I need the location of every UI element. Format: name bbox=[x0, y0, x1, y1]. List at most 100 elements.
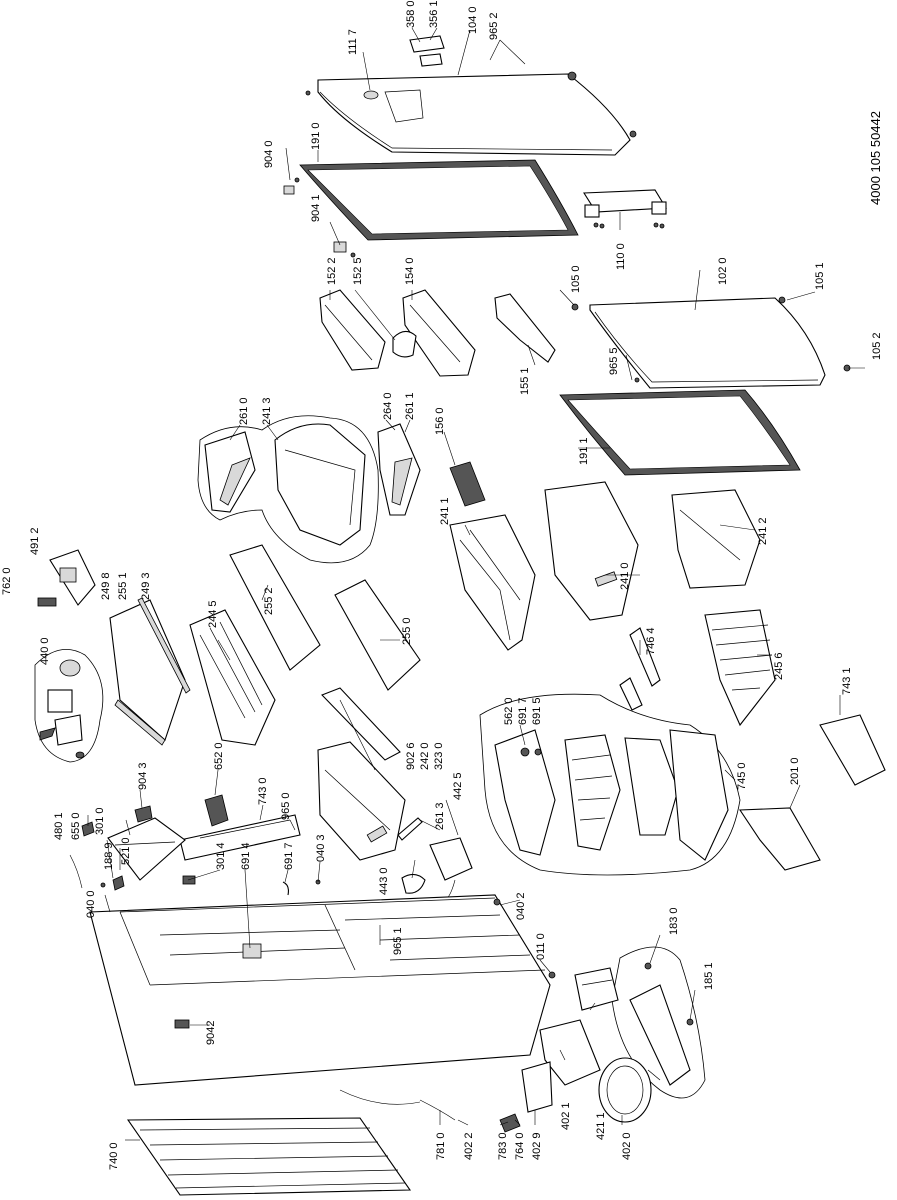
fan-motor bbox=[401, 837, 473, 906]
label: 110 0 bbox=[615, 243, 627, 270]
label: 521 0 bbox=[120, 837, 132, 865]
label: 740 0 bbox=[108, 1142, 120, 1170]
small-bracket-904-3 bbox=[134, 805, 153, 823]
cover-743-0 bbox=[179, 814, 301, 861]
label: 255 2 bbox=[263, 587, 275, 615]
label: 904 3 bbox=[137, 762, 149, 790]
label: 691 7 bbox=[283, 842, 295, 870]
label: 040 2 bbox=[515, 892, 527, 920]
document-number: 4000 105 50442 bbox=[868, 111, 883, 205]
bracket-402-9 bbox=[521, 1061, 553, 1113]
clip-parts bbox=[283, 177, 356, 258]
label: 402 2 bbox=[463, 1132, 475, 1160]
air-duct bbox=[321, 687, 401, 761]
label: 255 1 bbox=[117, 572, 129, 600]
rail-261-3 bbox=[397, 817, 423, 841]
shelf-255-1 bbox=[109, 597, 191, 746]
label: 746 4 bbox=[645, 627, 657, 655]
label: 188 9 bbox=[103, 842, 115, 870]
label: 743 1 bbox=[841, 667, 853, 695]
label: 261 0 bbox=[238, 397, 250, 425]
small-parts-left bbox=[100, 875, 321, 896]
compressor bbox=[598, 1057, 661, 1123]
egg-holder bbox=[392, 330, 417, 358]
label: 261 1 bbox=[404, 392, 416, 420]
label: 745 0 bbox=[736, 762, 748, 790]
label: 904 1 bbox=[310, 194, 322, 222]
label: 241 2 bbox=[757, 517, 769, 545]
wire-shelf bbox=[189, 609, 276, 746]
label: 185 1 bbox=[703, 962, 715, 990]
label: 562 0 bbox=[503, 697, 515, 725]
label: 491 2 bbox=[29, 527, 41, 555]
label: 301 0 bbox=[94, 807, 106, 835]
glass-shelf-255-2 bbox=[229, 544, 321, 671]
label: 104 0 bbox=[467, 6, 479, 34]
label: 261 3 bbox=[434, 802, 446, 830]
label: 652 0 bbox=[213, 742, 225, 770]
label: 965 5 bbox=[608, 347, 620, 375]
glass-shelf-255-0 bbox=[334, 579, 421, 691]
label: 402 0 bbox=[621, 1132, 633, 1160]
part-652-0 bbox=[204, 794, 229, 827]
label: 783 0 bbox=[497, 1132, 509, 1160]
label: 902 6 bbox=[405, 742, 417, 770]
label: 249 8 bbox=[100, 572, 112, 600]
label: 152 2 bbox=[326, 257, 338, 285]
crisper-group bbox=[197, 415, 421, 564]
label: 443 0 bbox=[378, 867, 390, 895]
control-panel bbox=[37, 549, 96, 607]
label: 965 0 bbox=[280, 792, 292, 820]
label: 691 7 bbox=[517, 697, 529, 725]
door-shelf-lower bbox=[402, 289, 476, 377]
tray-402-1 bbox=[539, 1019, 601, 1086]
label: 9042 bbox=[205, 1021, 217, 1045]
label: 743 0 bbox=[257, 777, 269, 805]
drawer-handle-grid bbox=[449, 461, 486, 507]
label: 691 5 bbox=[531, 697, 543, 725]
label: 356 1 bbox=[428, 0, 440, 28]
label: 244 5 bbox=[207, 600, 219, 628]
label: 183 0 bbox=[668, 907, 680, 935]
shelf-201-0 bbox=[738, 807, 821, 871]
cabinet bbox=[89, 894, 556, 1086]
label: 249 3 bbox=[140, 572, 152, 600]
condenser bbox=[126, 1117, 412, 1196]
label: 255 0 bbox=[401, 617, 413, 645]
label: 241 3 bbox=[261, 397, 273, 425]
label: 480 1 bbox=[53, 812, 65, 840]
label: 155 1 bbox=[519, 367, 531, 395]
tubes bbox=[339, 1089, 521, 1133]
label: 154 0 bbox=[404, 257, 416, 285]
electrical-box bbox=[574, 967, 619, 1011]
label: 965 1 bbox=[392, 927, 404, 955]
lower-gasket bbox=[559, 389, 801, 476]
evaporator-group bbox=[479, 693, 741, 876]
freezer-drawer bbox=[317, 741, 406, 861]
cover-743-1 bbox=[819, 714, 886, 786]
label: 421 1 bbox=[595, 1112, 607, 1140]
cable-480-1 bbox=[69, 821, 95, 889]
drawer-241-2 bbox=[671, 489, 761, 589]
wire-rack-245-6 bbox=[704, 609, 776, 727]
bottle-rack bbox=[494, 293, 556, 363]
label: 111 7 bbox=[347, 29, 359, 55]
fan-group bbox=[34, 648, 104, 763]
label: 191 0 bbox=[310, 122, 322, 150]
label: 402 9 bbox=[531, 1132, 543, 1160]
label: 781 0 bbox=[435, 1132, 447, 1160]
label: 691 4 bbox=[240, 842, 252, 870]
label: 156 0 bbox=[434, 407, 446, 435]
label: 440 0 bbox=[39, 637, 51, 665]
label: 201 0 bbox=[789, 757, 801, 785]
label: 965 2 bbox=[488, 12, 500, 40]
label: 040 0 bbox=[85, 890, 97, 918]
label: 191 1 bbox=[578, 437, 590, 465]
label: 040 3 bbox=[315, 834, 327, 862]
drawer-241-0 bbox=[544, 481, 639, 621]
door-shelf-upper bbox=[319, 289, 386, 371]
label: 241 0 bbox=[619, 562, 631, 590]
label: 764 0 bbox=[514, 1132, 526, 1160]
label: 323 0 bbox=[433, 742, 445, 770]
